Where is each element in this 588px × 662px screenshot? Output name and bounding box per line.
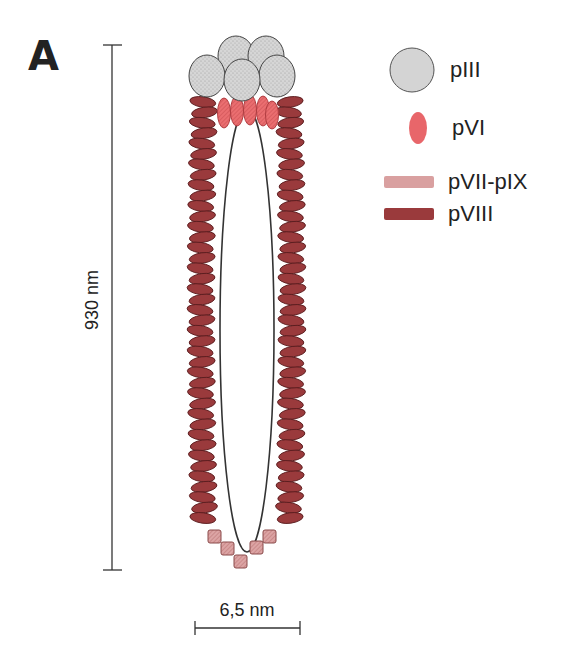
pviii-subunit [189, 511, 216, 525]
pviii-coat [186, 95, 306, 525]
legend-label: pIII [450, 59, 481, 81]
dna-loop [220, 108, 274, 552]
legend-label: pVI [452, 117, 485, 139]
legend-label: pVIII [448, 203, 493, 225]
panel-letter: A [28, 36, 59, 76]
width-dimension [195, 621, 300, 635]
piii-proteins [189, 36, 295, 101]
dimension-label: 6,5 nm [220, 601, 275, 619]
legend-swatch [384, 208, 434, 220]
legend-label: pVII-pIX [448, 171, 527, 193]
dimension-label: 930 nm [83, 270, 101, 330]
legend-swatch [384, 176, 434, 188]
pvii-pix-cap [208, 530, 276, 568]
legend-swatch [409, 112, 427, 144]
legend-swatch [390, 48, 434, 92]
legend-swatches [384, 48, 434, 220]
length-dimension [103, 45, 122, 570]
pviii-subunit [277, 511, 304, 525]
